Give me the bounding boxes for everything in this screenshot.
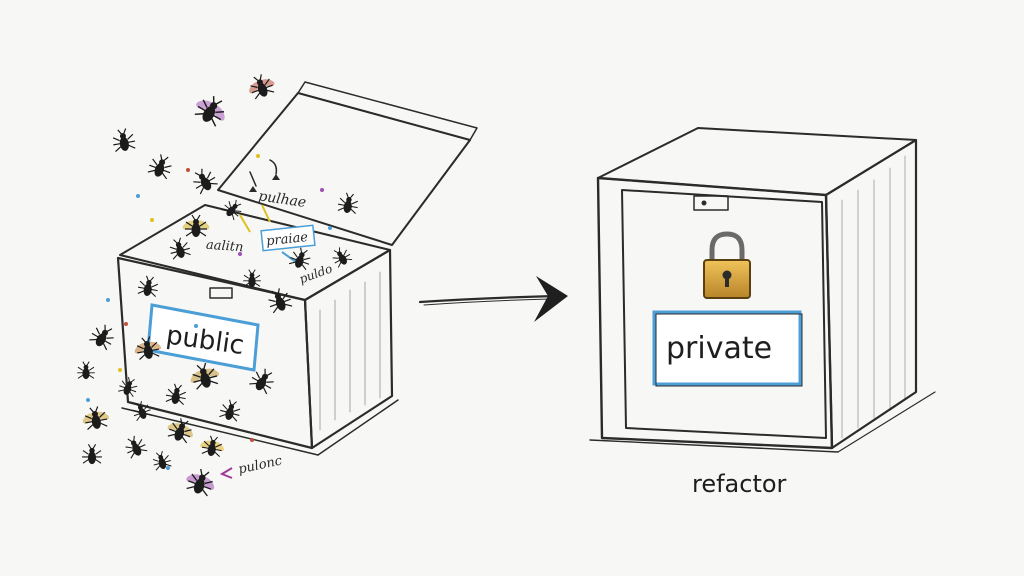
- bug-icon: [249, 74, 275, 100]
- bug-icon: [77, 361, 95, 380]
- bug-icon: [132, 401, 152, 422]
- scribble-2: praiae: [265, 230, 309, 249]
- scribble-1: pulhae: [257, 188, 307, 211]
- confetti-dot: [328, 226, 332, 230]
- confetti-dot: [320, 188, 324, 192]
- transform-arrow: [418, 276, 568, 322]
- bug-icon: [193, 168, 218, 195]
- confetti-dots: [86, 154, 332, 470]
- confetti-dot: [124, 322, 128, 326]
- bug-icon: [221, 199, 242, 221]
- confetti-dot: [238, 252, 242, 256]
- confetti-dot: [150, 218, 154, 222]
- bugs-swarm: [77, 74, 359, 497]
- confetti-dot: [166, 466, 170, 470]
- bug-icon: [182, 214, 210, 237]
- bug-icon: [194, 96, 225, 127]
- bug-icon: [337, 192, 359, 215]
- bug-icon: [125, 435, 148, 459]
- bug-icon: [152, 450, 172, 471]
- bug-icon: [186, 468, 215, 497]
- confetti-dot: [256, 154, 260, 158]
- inner-scribbles: pulhae praiae aalitn puldo: [205, 159, 334, 286]
- bug-icon: [332, 247, 353, 268]
- confetti-dot: [136, 194, 140, 198]
- refactor-caption: refactor: [692, 470, 787, 498]
- confetti-dot: [250, 438, 254, 442]
- bug-icon: [243, 269, 261, 288]
- bug-icon: [288, 247, 311, 271]
- bug-icon: [200, 435, 224, 458]
- spill-label-text: pulonc: [237, 453, 284, 477]
- bug-icon: [190, 362, 220, 390]
- confetti-dot: [106, 298, 110, 302]
- bug-icon: [219, 399, 241, 422]
- bug-icon: [82, 444, 102, 465]
- bug-icon: [137, 275, 159, 298]
- open-box-public: [116, 81, 478, 456]
- bug-icon: [134, 336, 162, 361]
- bug-icon: [268, 288, 293, 314]
- confetti-dot: [186, 168, 190, 172]
- bug-icon: [249, 368, 274, 395]
- confetti-dot: [194, 324, 198, 328]
- bug-icon: [165, 383, 187, 406]
- bug-icon: [82, 406, 110, 431]
- public-label: public: [146, 303, 260, 372]
- bug-icon: [147, 154, 172, 180]
- bug-icon: [89, 324, 114, 351]
- padlock-icon: [703, 231, 751, 299]
- private-label-text: private: [666, 331, 772, 366]
- bug-icon: [118, 377, 138, 398]
- spill-label: pulonc: [219, 453, 284, 479]
- confetti-dot: [118, 368, 122, 372]
- bug-icon: [112, 128, 136, 153]
- private-label: private: [652, 310, 803, 387]
- bug-icon: [167, 418, 193, 444]
- confetti-dot: [86, 398, 90, 402]
- scribble-3: aalitn: [205, 238, 243, 256]
- bug-icon: [169, 237, 191, 260]
- closed-box-private: [589, 127, 936, 453]
